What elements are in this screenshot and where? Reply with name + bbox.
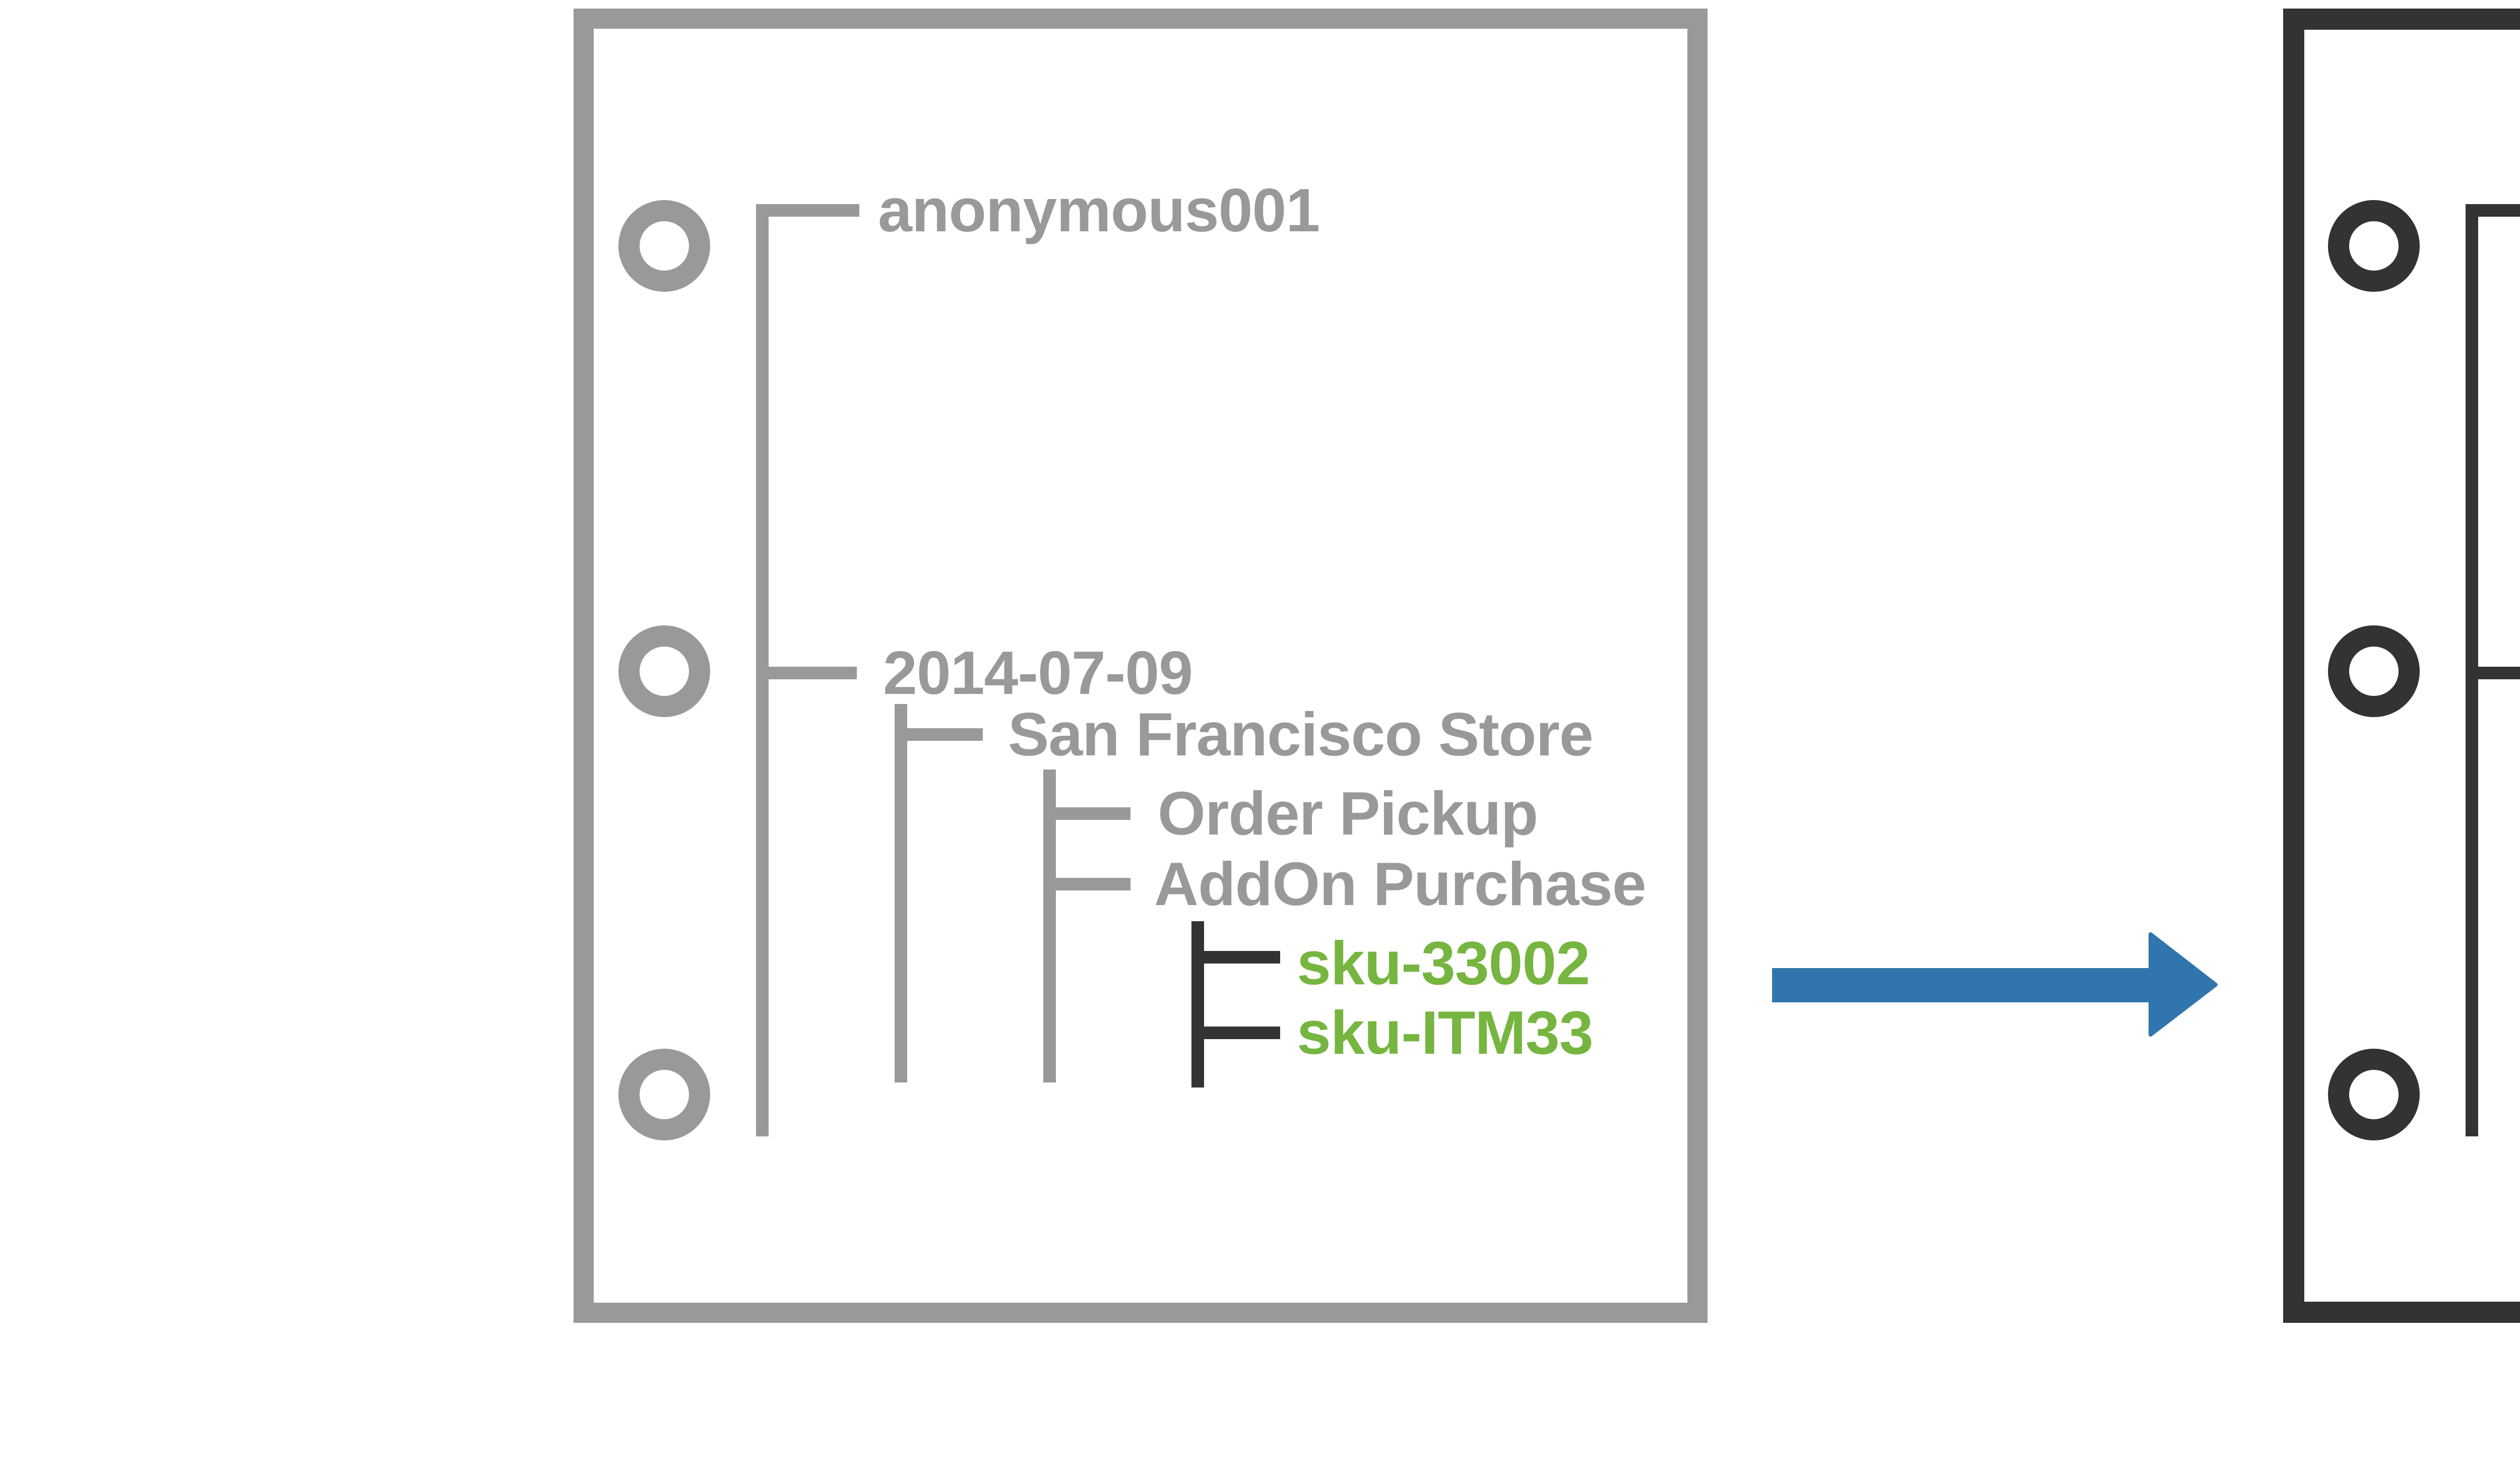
- tree-node-date: 2014-07-09: [883, 638, 1193, 707]
- tree-branch-line: [1191, 1027, 1280, 1039]
- binder-ring-icon: [618, 625, 710, 717]
- tree-branch-line: [895, 728, 983, 741]
- tree-branch-line: [756, 204, 859, 217]
- binder-ring-icon: [618, 200, 710, 292]
- tree-branch-line: [2466, 204, 2520, 217]
- tree-node-item: sku-33002: [1297, 929, 1590, 997]
- tree-subtrunk-line: [1191, 921, 1204, 1088]
- tree-branch-line: [1191, 951, 1280, 964]
- tree-branch-line: [1043, 807, 1130, 820]
- transform-arrow-icon: [1772, 932, 2218, 1037]
- binder-ring-icon: [618, 1049, 710, 1140]
- tree-branch-line: [2466, 667, 2520, 679]
- tree-node-store: San Francisco Store: [1008, 700, 1594, 769]
- binder-ring-icon: [2328, 1049, 2420, 1140]
- tree-branch-line: [1043, 878, 1130, 890]
- tree-branch-line: [756, 667, 857, 679]
- binder-ring-icon: [2328, 625, 2420, 717]
- tree-subtrunk-line: [1043, 770, 1056, 1082]
- tree-node-event: Order Pickup: [1158, 779, 1538, 848]
- tree-node-item: sku-ITM33: [1297, 998, 1594, 1067]
- tree-subtrunk-line: [895, 704, 907, 1082]
- tree-node-event: AddOn Purchase: [1154, 850, 1647, 918]
- binder-ring-icon: [2328, 200, 2420, 292]
- tree-node-visitor: anonymous001: [878, 176, 1320, 244]
